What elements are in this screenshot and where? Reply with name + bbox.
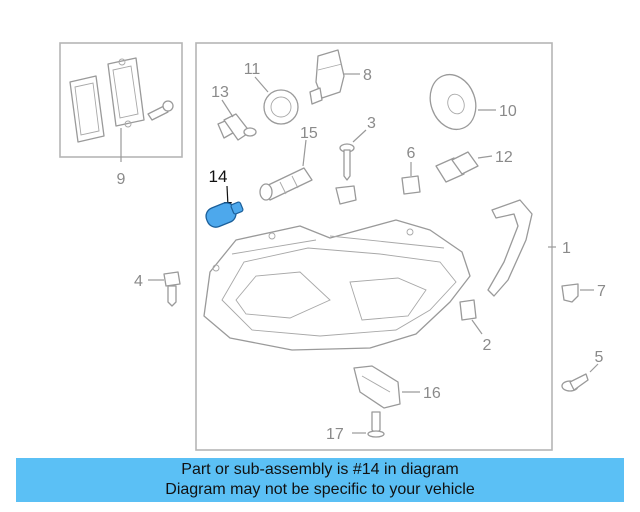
control-module-16-part [353, 365, 420, 409]
cap-10-part [429, 73, 496, 131]
callout-2: 2 [483, 337, 492, 354]
bolt-17-part [352, 411, 385, 438]
callout-12: 12 [495, 149, 513, 166]
actuator-8-part [309, 49, 360, 105]
trim-strip-part [487, 199, 533, 297]
clip-7-part [561, 283, 594, 303]
callout-4: 4 [134, 273, 143, 290]
headlamp-housing-part [203, 219, 471, 351]
bulb-12-part [435, 151, 493, 183]
callout-16: 16 [423, 385, 441, 402]
banner-line-1: Part or sub-assembly is #14 in diagram [181, 461, 459, 478]
callout-14: 14 [209, 167, 228, 186]
screw-3-part [339, 129, 367, 181]
screw-5-part [561, 363, 599, 392]
callout-8: 8 [363, 67, 372, 84]
callout-17: 17 [326, 426, 344, 443]
callout-15: 15 [300, 125, 318, 142]
parts-diagram: 9 13 11 8 10 3 15 [59, 42, 606, 451]
callout-6: 6 [407, 145, 416, 162]
banner-line-2: Diagram may not be specific to your vehi… [165, 481, 475, 498]
clip-6-part [401, 162, 421, 195]
info-banner: Part or sub-assembly is #14 in diagram D… [16, 458, 624, 502]
bulb-14-highlighted-part [205, 185, 244, 228]
bracket-2-part [459, 299, 483, 335]
callout-5: 5 [595, 349, 604, 366]
ballast-module-part [69, 57, 174, 162]
harness-15-part [259, 139, 313, 201]
callout-7: 7 [597, 283, 606, 300]
bulb-13-part [217, 99, 257, 141]
callout-1: 1 [562, 240, 571, 257]
callout-11: 11 [244, 61, 261, 78]
callout-9: 9 [117, 171, 126, 188]
callout-10: 10 [499, 103, 517, 120]
bolt-4-part [148, 271, 181, 307]
callout-3: 3 [367, 115, 376, 132]
clip-part [335, 185, 357, 205]
retaining-ring-part [254, 76, 299, 125]
callout-13: 13 [211, 84, 229, 101]
